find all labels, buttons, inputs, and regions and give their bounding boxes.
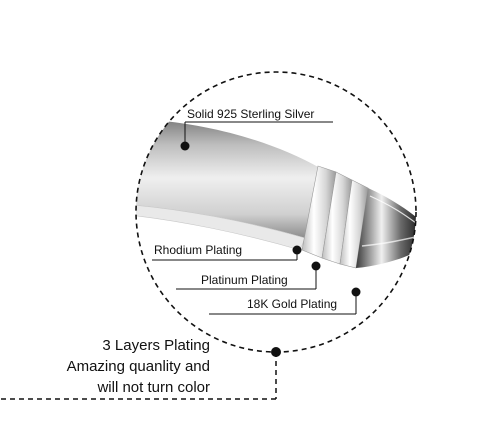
rhodium-marker-dot	[292, 245, 302, 255]
caption-line-3: will not turn color	[97, 379, 210, 396]
gold-label: 18K Gold Plating	[247, 297, 338, 311]
gold-marker-dot	[351, 287, 361, 297]
caption-line-2: Amazing quanlity and	[66, 358, 210, 375]
silver-marker-dot	[180, 141, 190, 151]
rhodium-label: Rhodium Plating	[154, 243, 243, 257]
callout-gold	[209, 287, 361, 315]
callout-silver	[180, 121, 333, 151]
platinum-label: Platinum Plating	[201, 273, 288, 287]
callout-rhodium	[152, 245, 302, 261]
caption-title: 3 Layers Plating	[102, 337, 210, 354]
platinum-marker-dot	[311, 261, 321, 271]
callout-platinum	[176, 261, 321, 290]
silver-label: Solid 925 Sterling Silver	[187, 107, 315, 121]
silver-core	[136, 118, 320, 238]
caption-connector	[0, 347, 281, 400]
ring-outer-section	[356, 188, 416, 268]
